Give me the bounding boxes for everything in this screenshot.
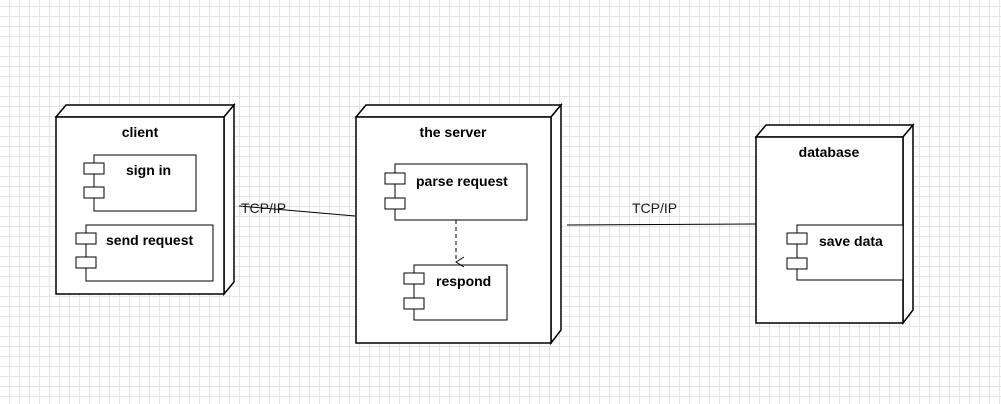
- node-database-title: database: [799, 144, 860, 160]
- component-port-icon: [83, 162, 105, 175]
- node-client[interactable]: client sign in send request: [54, 102, 236, 297]
- connection-client-server[interactable]: TCP/IP: [238, 200, 356, 217]
- component-parse-request[interactable]: parse request: [384, 163, 528, 221]
- component-port-icon: [384, 197, 406, 210]
- component-send-request[interactable]: send request: [75, 224, 214, 282]
- component-port-icon: [403, 297, 425, 310]
- component-send-request-label: send request: [106, 232, 193, 248]
- connection-server-database[interactable]: TCP/IP: [566, 200, 757, 226]
- component-sign-in-label: sign in: [126, 162, 171, 178]
- component-save-data-label: save data: [819, 233, 883, 249]
- component-port-icon: [786, 232, 808, 245]
- component-parse-request-label: parse request: [416, 173, 508, 189]
- node-server-title: the server: [420, 124, 487, 140]
- component-port-icon: [75, 232, 97, 245]
- component-respond[interactable]: respond: [403, 264, 508, 321]
- component-port-icon: [83, 186, 105, 199]
- component-port-icon: [384, 172, 406, 185]
- component-respond-label: respond: [436, 273, 491, 289]
- component-sign-in[interactable]: sign in: [83, 154, 197, 212]
- component-port-icon: [403, 272, 425, 285]
- node-server[interactable]: the server parse request respond: [354, 102, 563, 346]
- node-client-title: client: [122, 124, 159, 140]
- component-save-data[interactable]: save data: [786, 224, 904, 281]
- component-port-icon: [786, 257, 808, 270]
- connection-client-server-label: TCP/IP: [241, 200, 286, 216]
- connection-server-database-label: TCP/IP: [632, 200, 677, 216]
- component-port-icon: [75, 256, 97, 269]
- node-database[interactable]: database save data: [754, 122, 915, 326]
